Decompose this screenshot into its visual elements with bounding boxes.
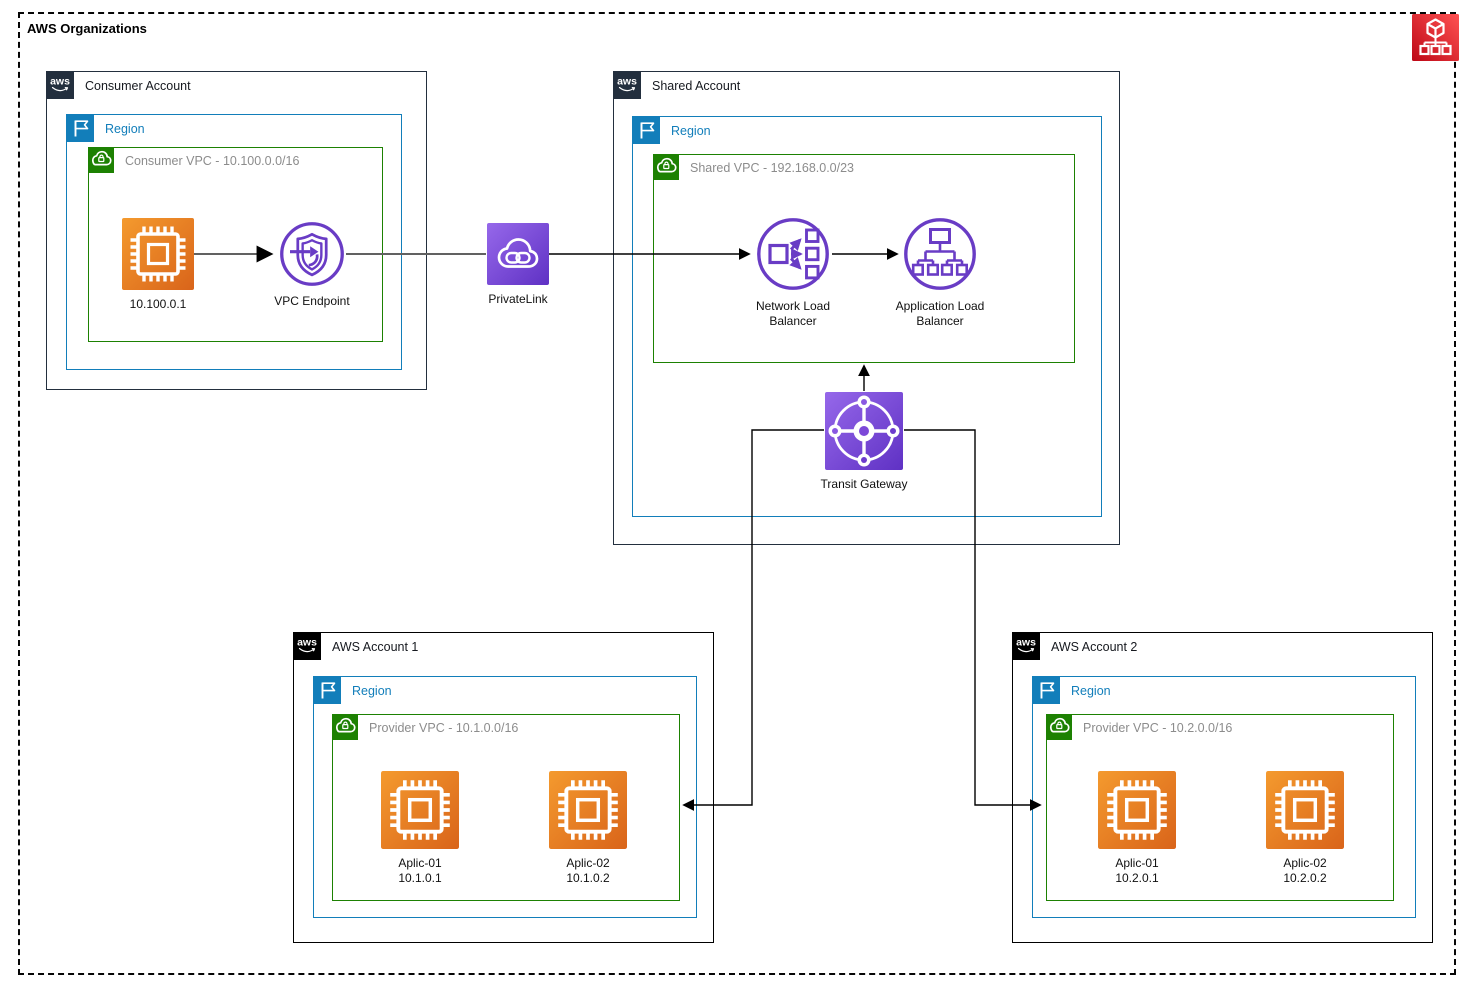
- node-label: Aplic-01 10.1.0.1: [398, 856, 441, 886]
- account1-region-title: Region: [352, 684, 392, 698]
- consumer-vpc-container: Consumer VPC - 10.100.0.0/16: [88, 147, 383, 342]
- node-label: Network Load Balancer: [755, 299, 831, 328]
- node-label: Aplic-02 10.2.0.2: [1283, 856, 1326, 886]
- node-application-load-balancer: Application Load Balancer: [885, 216, 995, 329]
- instance-name: Aplic-02: [566, 856, 610, 870]
- consumer-account-container: Consumer Account: [46, 71, 427, 390]
- vpc-cloud-icon: [653, 154, 679, 180]
- aws-organizations-title: AWS Organizations: [27, 21, 147, 36]
- aws-organizations-icon: [1412, 14, 1459, 61]
- account2-title: AWS Account 2: [1051, 640, 1138, 654]
- network-load-balancer-icon: [757, 218, 829, 290]
- account2-vpc-container: Provider VPC - 10.2.0.0/16: [1046, 714, 1394, 901]
- instance-ip: 10.1.0.1: [398, 871, 442, 885]
- vpc-cloud-icon: [88, 147, 114, 173]
- consumer-region-title: Region: [105, 122, 145, 136]
- instance-ip: 10.2.0.2: [1283, 871, 1327, 885]
- node-vpc-endpoint: VPC Endpoint: [242, 221, 382, 309]
- shared-vpc-container: Shared VPC - 192.168.0.0/23: [653, 154, 1075, 363]
- ec2-instance-icon: [549, 771, 627, 849]
- consumer-vpc-title: Consumer VPC - 10.100.0.0/16: [125, 154, 300, 168]
- shared-region-title: Region: [671, 124, 711, 138]
- aws-organizations-container: [18, 12, 1456, 975]
- aws-account1-container: AWS Account 1: [293, 632, 714, 943]
- vpc-cloud-icon: [1046, 714, 1072, 740]
- ec2-instance-icon: [1266, 771, 1344, 849]
- instance-name: Aplic-01: [398, 856, 442, 870]
- shared-account-title: Shared Account: [652, 79, 741, 93]
- shared-account-container: Shared Account: [613, 71, 1120, 545]
- privatelink-icon: [487, 223, 549, 285]
- region-flag-icon: [313, 676, 341, 704]
- node-account2-aplic01: Aplic-01 10.2.0.1: [1067, 771, 1207, 886]
- instance-ip: 10.2.0.1: [1115, 871, 1159, 885]
- node-privatelink: PrivateLink: [448, 223, 588, 307]
- account1-vpc-container: Provider VPC - 10.1.0.0/16: [332, 714, 680, 901]
- node-transit-gateway: Transit Gateway: [794, 392, 934, 492]
- instance-name: Aplic-02: [1283, 856, 1327, 870]
- instance-name: Aplic-01: [1115, 856, 1159, 870]
- vpc-cloud-icon: [332, 714, 358, 740]
- node-label: Application Load Balancer: [895, 299, 985, 328]
- transit-gateway-icon: [825, 392, 903, 470]
- node-label: Aplic-02 10.1.0.2: [566, 856, 609, 886]
- account2-vpc-title: Provider VPC - 10.2.0.0/16: [1083, 721, 1233, 735]
- instance-ip: 10.1.0.2: [566, 871, 610, 885]
- account2-region-title: Region: [1071, 684, 1111, 698]
- region-flag-icon: [1032, 676, 1060, 704]
- account1-vpc-title: Provider VPC - 10.1.0.0/16: [369, 721, 519, 735]
- aws-account-icon: [1012, 632, 1040, 660]
- shared-vpc-title: Shared VPC - 192.168.0.0/23: [690, 161, 855, 175]
- ec2-instance-icon: [122, 218, 194, 290]
- node-label: 10.100.0.1: [129, 297, 187, 311]
- shared-region-container: Region: [632, 116, 1102, 517]
- node-account1-aplic02: Aplic-02 10.1.0.2: [518, 771, 658, 886]
- node-network-load-balancer: Network Load Balancer: [738, 216, 848, 329]
- vpc-endpoint-icon: [280, 222, 344, 286]
- aws-account-icon: [613, 71, 641, 99]
- ec2-instance-icon: [381, 771, 459, 849]
- node-label: PrivateLink: [488, 292, 548, 306]
- consumer-region-container: Region: [66, 114, 402, 370]
- application-load-balancer-icon: [904, 218, 976, 290]
- region-flag-icon: [632, 116, 660, 144]
- node-account1-aplic01: Aplic-01 10.1.0.1: [350, 771, 490, 886]
- node-label: Transit Gateway: [820, 477, 908, 491]
- account1-title: AWS Account 1: [332, 640, 419, 654]
- region-flag-icon: [66, 114, 94, 142]
- node-label: Aplic-01 10.2.0.1: [1115, 856, 1158, 886]
- aws-account-icon: [46, 71, 74, 99]
- node-consumer-instance: 10.100.0.1: [88, 218, 228, 312]
- ec2-instance-icon: [1098, 771, 1176, 849]
- node-account2-aplic02: Aplic-02 10.2.0.2: [1235, 771, 1375, 886]
- node-label: VPC Endpoint: [274, 294, 350, 308]
- aws-account-icon: [293, 632, 321, 660]
- consumer-account-title: Consumer Account: [85, 79, 191, 93]
